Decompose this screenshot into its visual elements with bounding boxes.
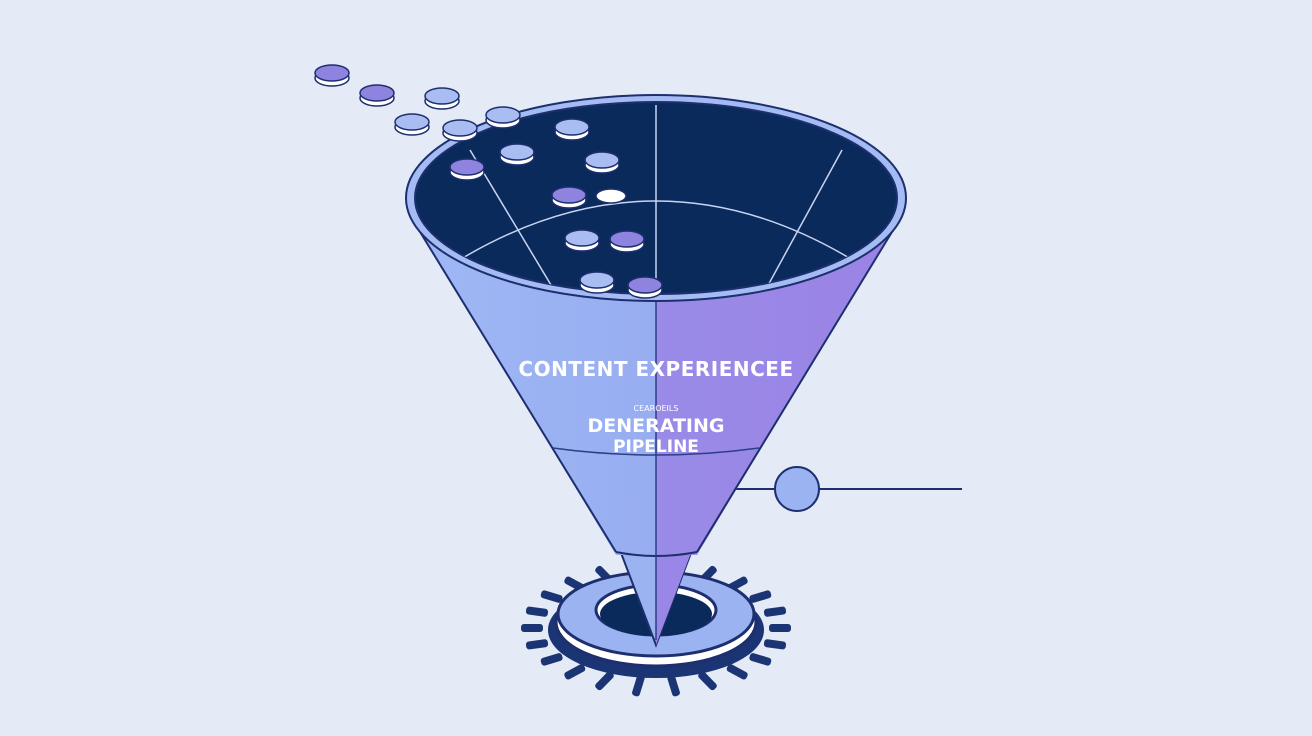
token-icon bbox=[609, 230, 645, 253]
funnel-cone bbox=[413, 220, 899, 648]
token-icon bbox=[485, 106, 521, 129]
gear-tooth bbox=[540, 590, 563, 603]
diagram-title: CONTENT EXPERIENCEE bbox=[518, 357, 793, 381]
gear-tooth bbox=[667, 674, 680, 697]
funnel-bowl bbox=[405, 94, 907, 302]
token-icon bbox=[449, 158, 485, 181]
token-icon bbox=[359, 84, 395, 107]
token-icon bbox=[551, 186, 587, 209]
diagram-small-label: CEAROEILS bbox=[634, 404, 679, 413]
gear-tooth bbox=[525, 606, 549, 617]
token-icon bbox=[554, 118, 590, 141]
gear-tooth bbox=[769, 624, 791, 632]
token-icon bbox=[394, 113, 430, 136]
token-icon bbox=[314, 64, 350, 87]
token-icon bbox=[499, 143, 535, 166]
funnel-labels: CONTENT EXPERIENCEE CEAROEILS DENERATING… bbox=[518, 357, 793, 457]
token-icon bbox=[584, 151, 620, 174]
gear-tooth bbox=[564, 664, 586, 680]
token-icon bbox=[579, 271, 615, 294]
gear-tooth bbox=[749, 590, 772, 603]
gear-tooth bbox=[521, 624, 543, 632]
gear-tooth bbox=[763, 606, 787, 617]
gear-tooth bbox=[632, 674, 645, 697]
gear-tooth bbox=[525, 639, 549, 650]
gear-tooth bbox=[763, 639, 787, 650]
token-icon bbox=[564, 229, 600, 252]
gear-tooth bbox=[698, 671, 717, 691]
gear-tooth bbox=[749, 653, 772, 666]
token-icon bbox=[442, 119, 478, 142]
gear-tooth bbox=[540, 653, 563, 666]
input-tokens bbox=[314, 64, 663, 299]
gear-tooth bbox=[595, 671, 614, 691]
gear-tooth bbox=[726, 664, 748, 680]
diagram-subtitle-line2: PIPELINE bbox=[613, 437, 699, 457]
token-icon bbox=[627, 276, 663, 299]
diagram-subtitle-line1: DENERATING bbox=[587, 415, 724, 437]
token-icon bbox=[595, 188, 627, 204]
connector-node-icon bbox=[728, 466, 962, 512]
token-icon bbox=[424, 87, 460, 110]
